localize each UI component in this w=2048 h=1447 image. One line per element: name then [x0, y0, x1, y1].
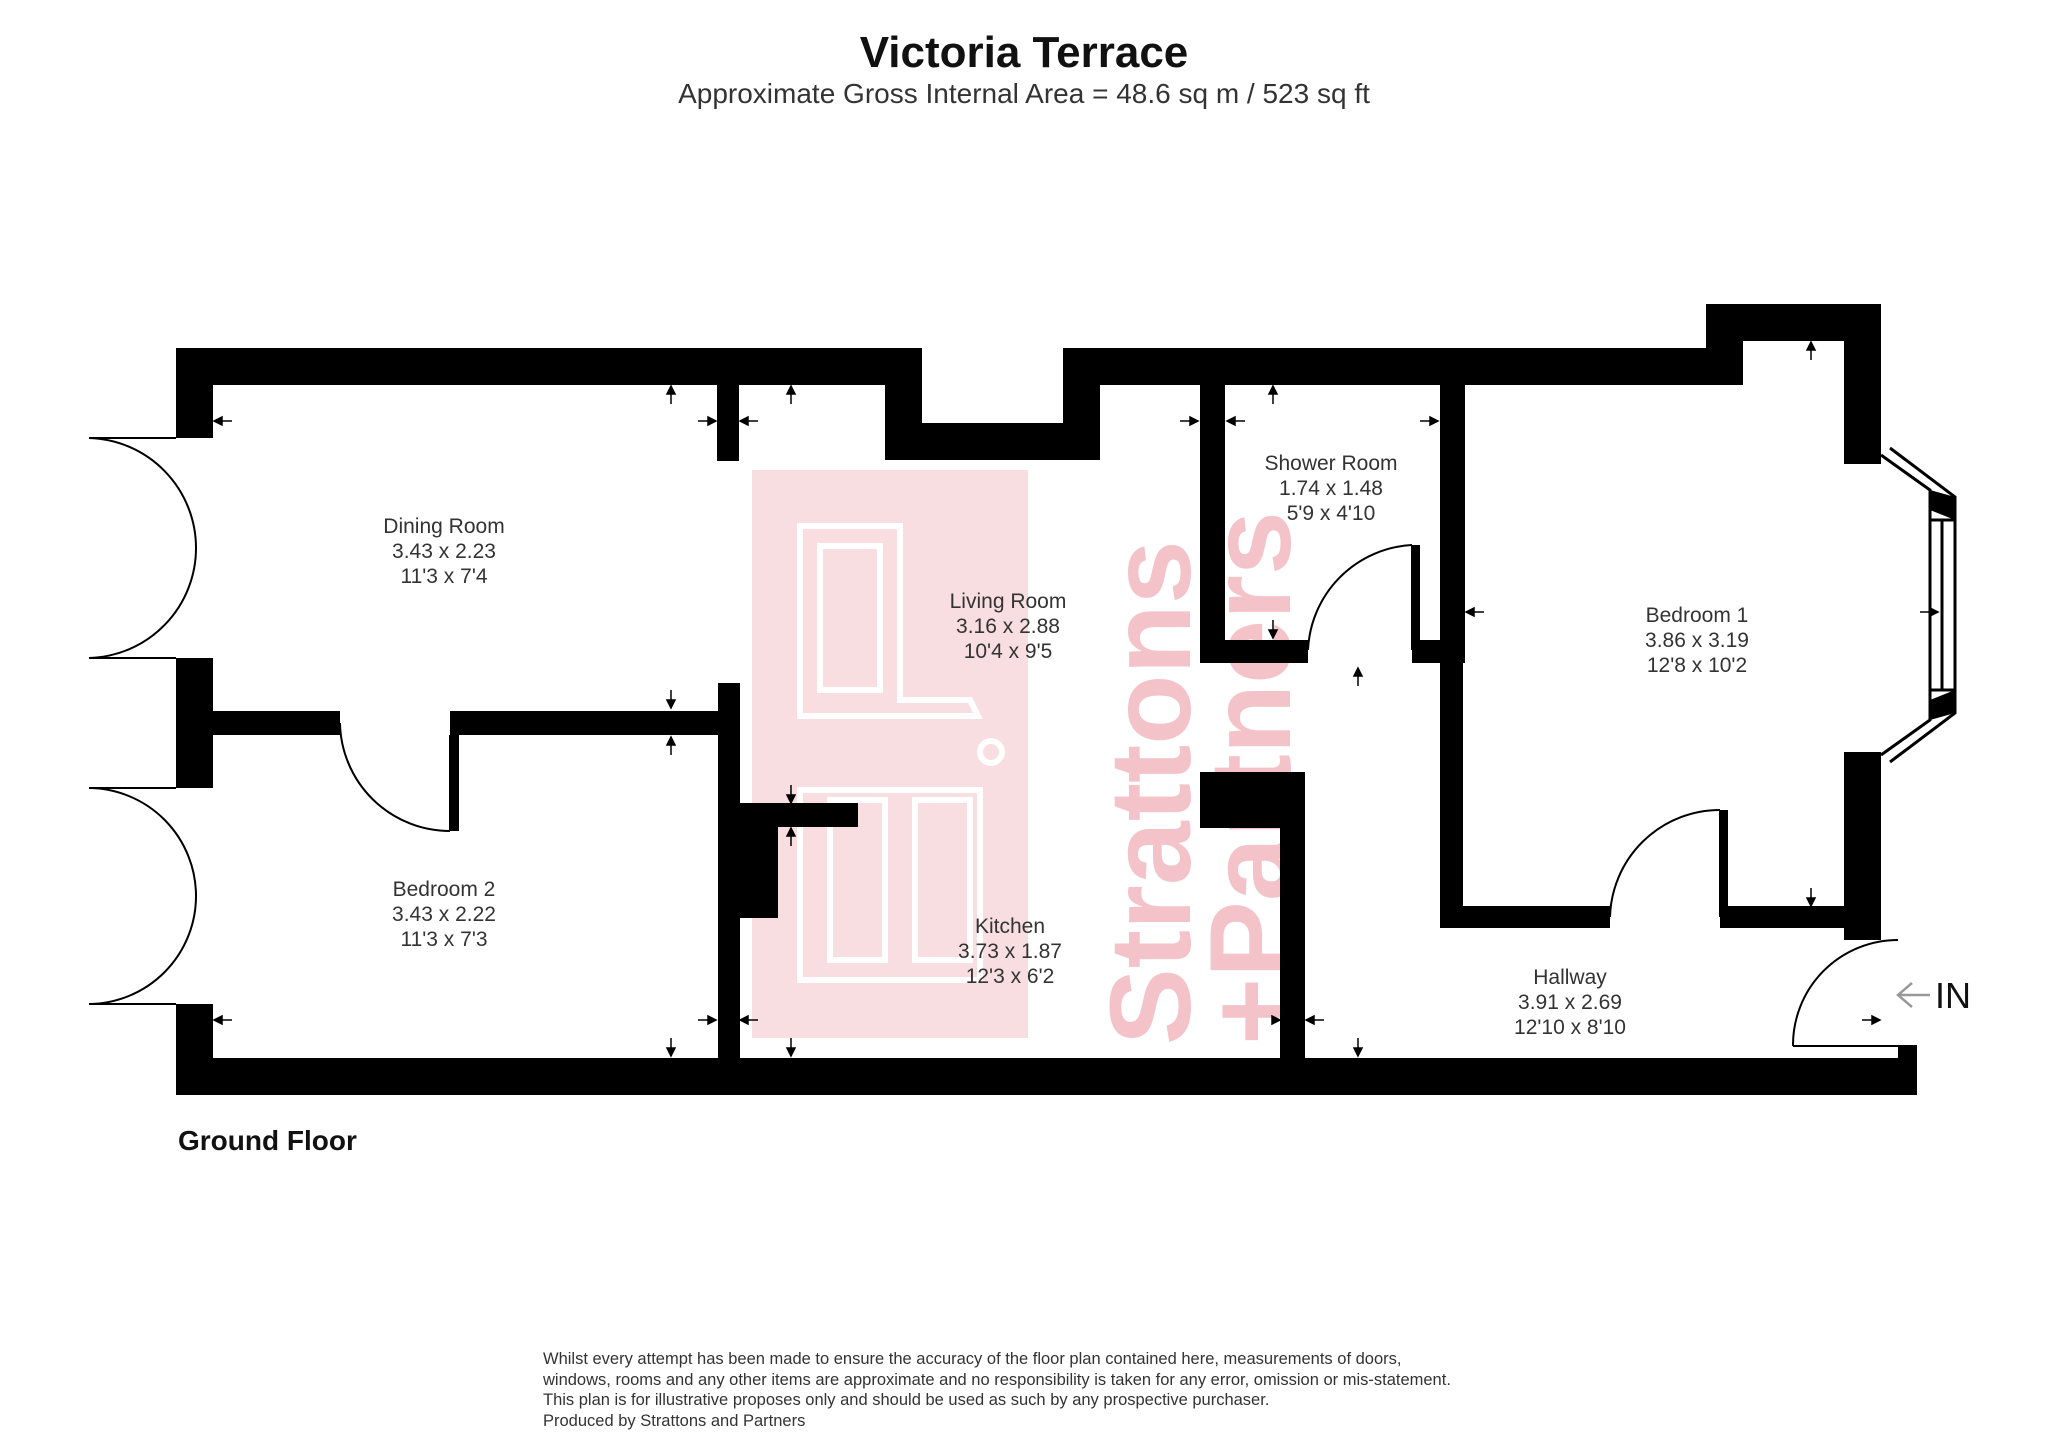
watermark-logo: [752, 470, 1028, 1038]
room-imperial: 12'8 x 10'2: [1646, 654, 1748, 677]
plan-title: Victoria Terrace: [859, 28, 1189, 77]
room-imperial: 10'4 x 9'5: [963, 640, 1053, 663]
room-shower-room: Shower Room 1.74 x 1.48 5'9 x 4'10: [1211, 451, 1451, 526]
disclaimer: Whilst every attempt has been made to en…: [543, 1349, 1643, 1431]
room-name: Living Room: [949, 590, 1067, 613]
floor-label: Ground Floor: [178, 1125, 357, 1156]
room-metric: 3.91 x 2.69: [1518, 991, 1622, 1014]
plan-subtitle: Approximate Gross Internal Area = 48.6 s…: [678, 78, 1370, 109]
room-name: Bedroom 1: [1645, 604, 1749, 627]
disclaimer-line: windows, rooms and any other items are a…: [543, 1370, 1451, 1389]
room-name: Dining Room: [383, 515, 505, 538]
room-imperial: 11'3 x 7'4: [400, 565, 488, 588]
room-bedroom-1: Bedroom 1 3.86 x 3.19 12'8 x 10'2: [1577, 603, 1817, 678]
watermark-line1: Strattons: [1087, 540, 1215, 1045]
room-imperial: 11'3 x 7'3: [400, 928, 488, 951]
bay-window: [1880, 446, 1957, 764]
room-metric: 3.86 x 3.19: [1645, 629, 1749, 652]
disclaimer-line: This plan is for illustrative proposes o…: [543, 1391, 1270, 1409]
measurement-arrows: [212, 340, 1940, 1058]
walls: [176, 304, 1917, 1095]
disclaimer-line: Produced by Strattons and Partners: [543, 1411, 806, 1430]
doors: [88, 437, 1899, 1047]
room-metric: 3.43 x 2.23: [392, 540, 496, 563]
room-metric: 3.16 x 2.88: [956, 615, 1060, 638]
room-name: Shower Room: [1264, 452, 1398, 475]
room-name: Hallway: [1533, 966, 1607, 989]
room-name: Bedroom 2: [392, 878, 496, 901]
room-bedroom-2: Bedroom 2 3.43 x 2.22 11'3 x 7'3: [324, 877, 564, 952]
entrance-arrow: [1896, 982, 1930, 1008]
room-metric: 3.43 x 2.22: [392, 903, 496, 926]
room-hallway: Hallway 3.91 x 2.69 12'10 x 8'10: [1450, 965, 1690, 1040]
room-imperial: 12'3 x 6'2: [965, 965, 1055, 988]
room-kitchen: Kitchen 3.73 x 1.87 12'3 x 6'2: [890, 914, 1130, 989]
room-metric: 3.73 x 1.87: [958, 940, 1062, 963]
room-metric: 1.74 x 1.48: [1279, 477, 1383, 500]
room-living-room: Living Room 3.16 x 2.88 10'4 x 9'5: [888, 589, 1128, 664]
room-imperial: 5'9 x 4'10: [1286, 502, 1376, 525]
entrance-label: IN: [1935, 975, 1971, 1016]
room-name: Kitchen: [974, 915, 1046, 938]
room-dining-room: Dining Room 3.43 x 2.23 11'3 x 7'4: [324, 514, 564, 589]
disclaimer-line: Whilst every attempt has been made to en…: [543, 1350, 1402, 1368]
room-imperial: 12'10 x 8'10: [1514, 1016, 1626, 1039]
